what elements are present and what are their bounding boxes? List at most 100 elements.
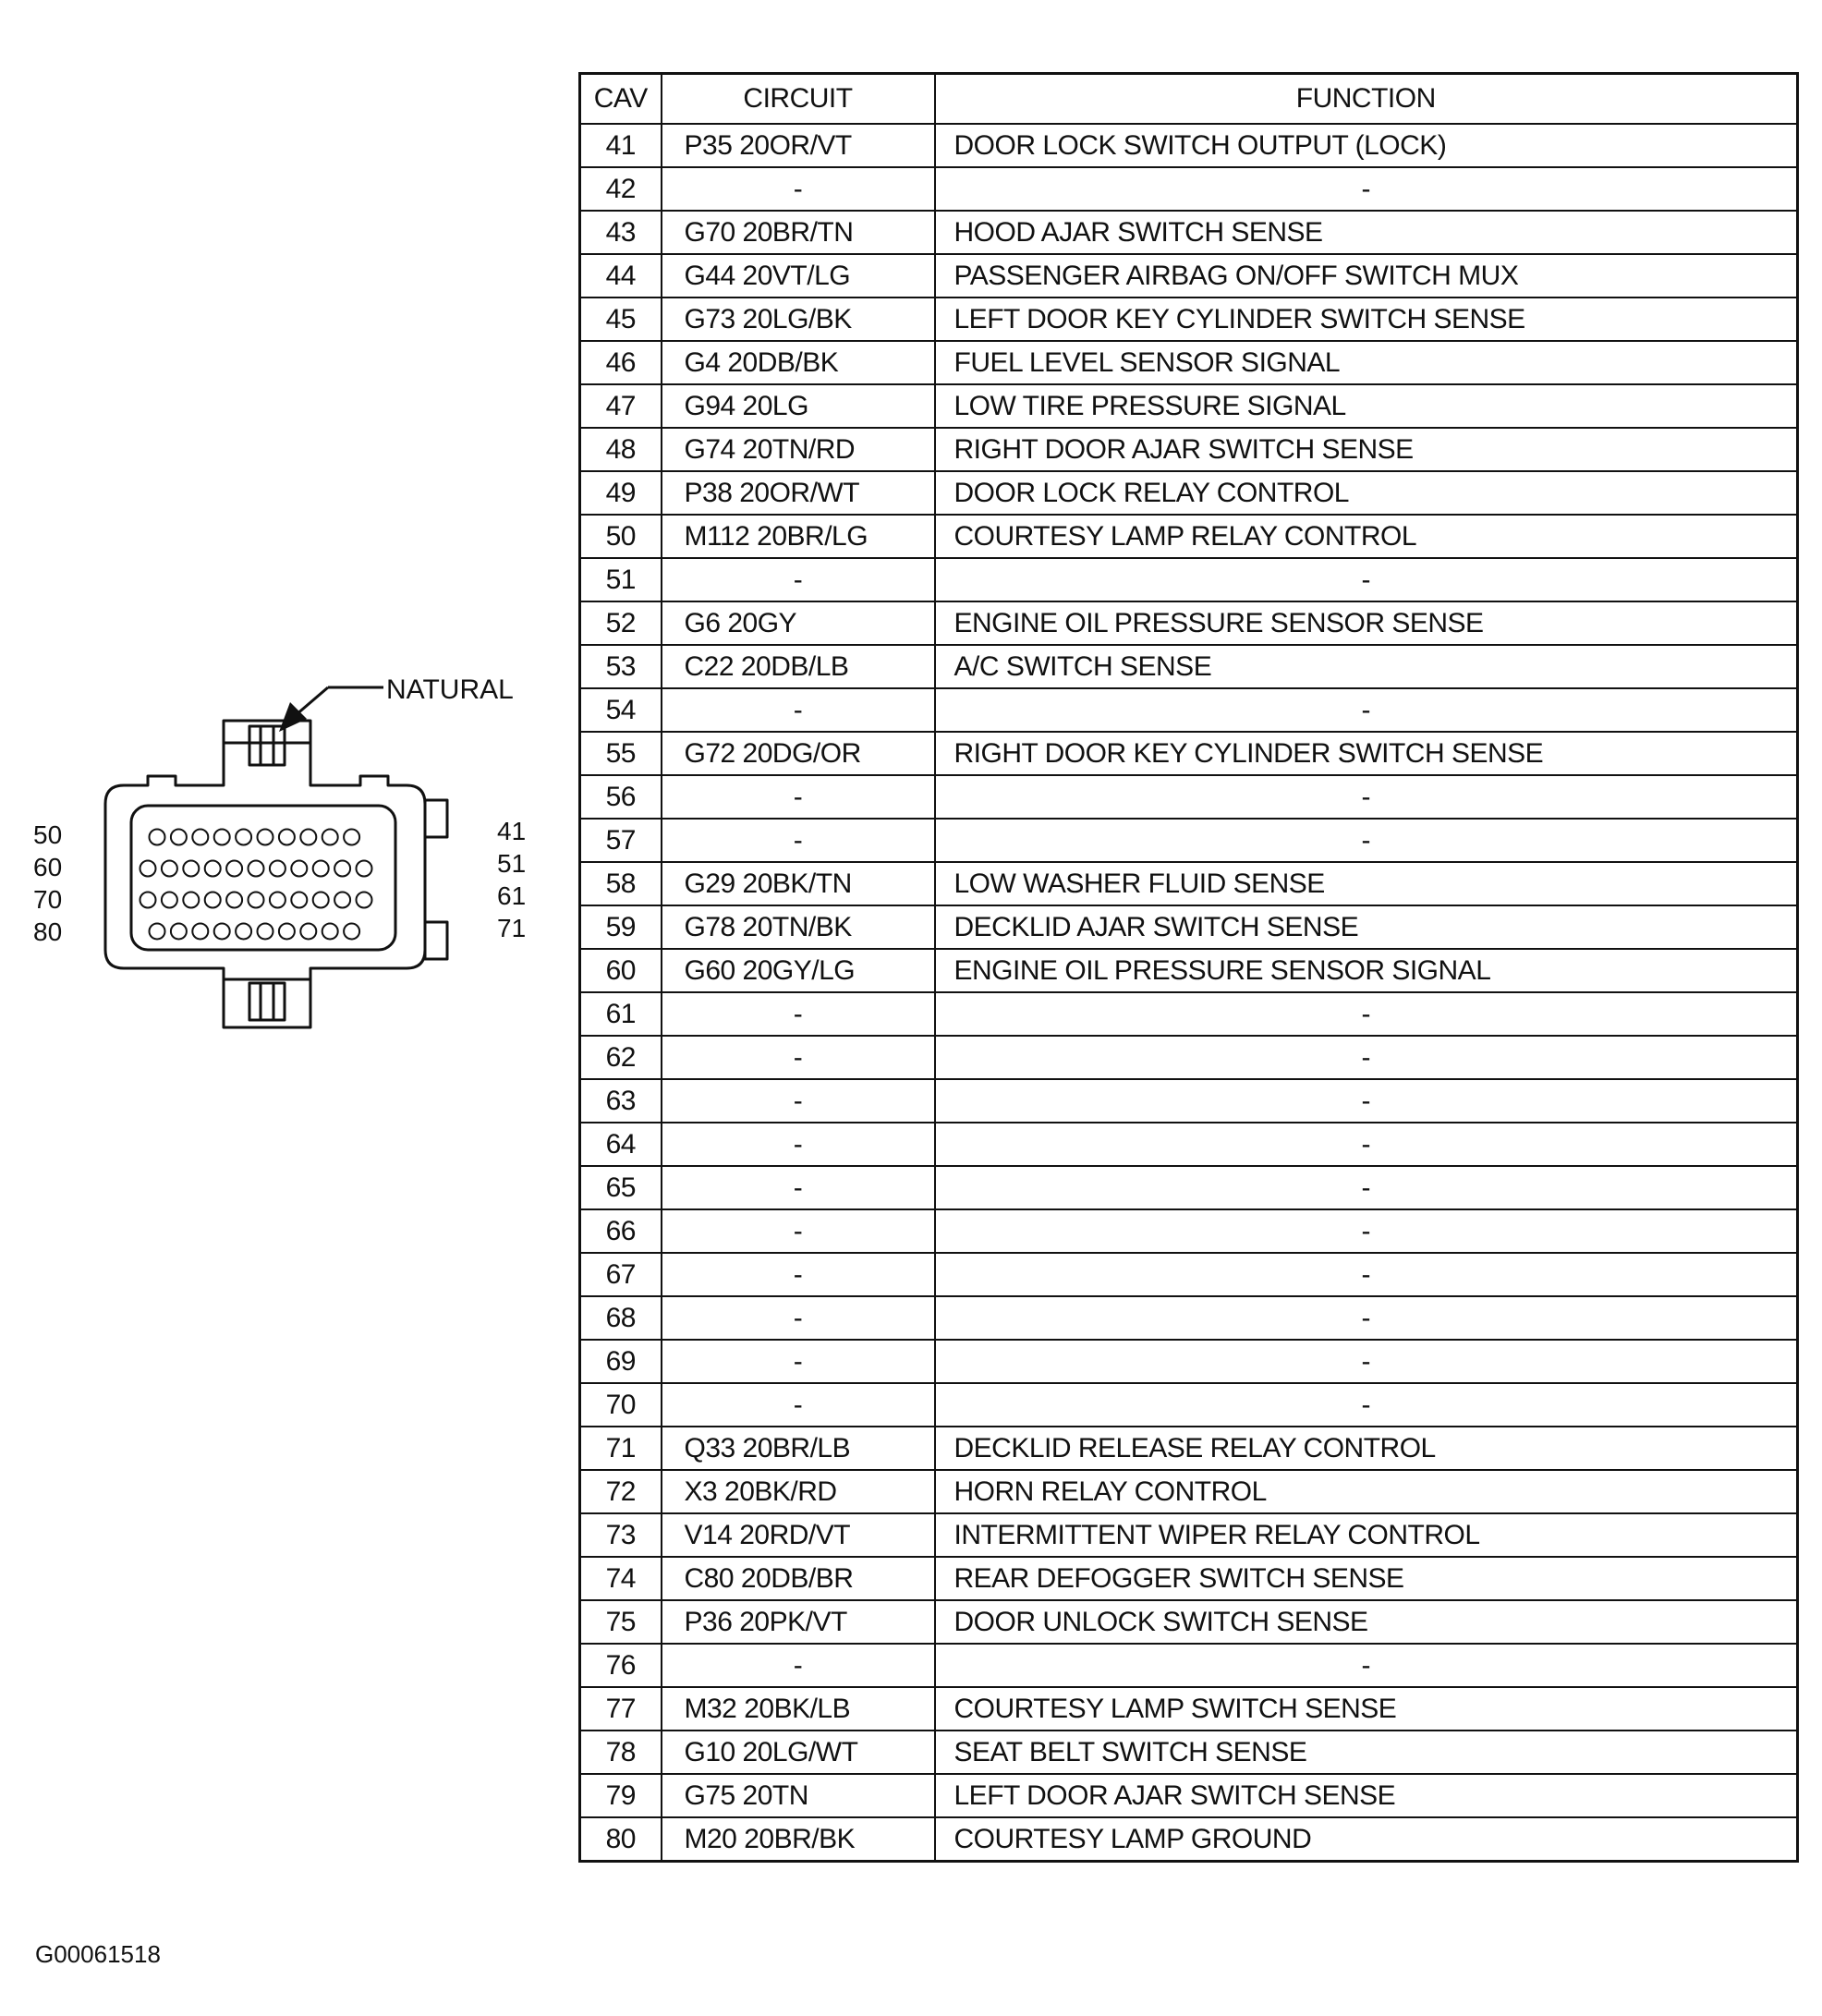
connector-pin (290, 859, 309, 878)
connector-pin (225, 891, 244, 909)
table-row: 76-- (578, 1643, 1799, 1688)
connector-pin (148, 922, 166, 941)
cav-cell: 62 (578, 1035, 662, 1080)
function-cell: PASSENGER AIRBAG ON/OFF SWITCH MUX (933, 253, 1799, 298)
cav-cell: 73 (578, 1512, 662, 1558)
table-row: 68-- (578, 1295, 1799, 1341)
cav-cell: 61 (578, 991, 662, 1037)
circuit-cell: V14 20RD/VT (660, 1512, 936, 1558)
circuit-cell: - (660, 557, 936, 602)
connector-pin (139, 859, 157, 878)
circuit-cell: - (660, 991, 936, 1037)
circuit-cell: G94 20LG (660, 383, 936, 429)
connector-pin (355, 859, 373, 878)
function-cell: RIGHT DOOR KEY CYLINDER SWITCH SENSE (933, 731, 1799, 776)
cav-cell: 60 (578, 948, 662, 993)
function-cell: COURTESY LAMP SWITCH SENSE (933, 1686, 1799, 1731)
left-row-label: 70 (33, 885, 62, 914)
function-cell: INTERMITTENT WIPER RELAY CONTROL (933, 1512, 1799, 1558)
connector-pin (268, 891, 286, 909)
function-cell: DOOR LOCK SWITCH OUTPUT (LOCK) (933, 123, 1799, 168)
callout-arrow-shaft (295, 686, 329, 717)
cav-cell: 57 (578, 818, 662, 863)
function-cell: A/C SWITCH SENSE (933, 644, 1799, 689)
table-row: 57-- (578, 818, 1799, 863)
circuit-cell: Q33 20BR/LB (660, 1426, 936, 1471)
circuit-cell: - (660, 1295, 936, 1341)
cav-cell: 69 (578, 1339, 662, 1384)
connector-pin (311, 859, 330, 878)
callout-arrowhead (279, 702, 307, 732)
connector-pin (268, 859, 286, 878)
connector-pin (290, 891, 309, 909)
cav-cell: 72 (578, 1469, 662, 1514)
cav-cell: 56 (578, 774, 662, 820)
connector-pin (321, 828, 339, 846)
function-cell: HORN RELAY CONTROL (933, 1469, 1799, 1514)
connector-housing (103, 741, 427, 981)
function-cell: - (933, 1122, 1799, 1167)
function-cell: ENGINE OIL PRESSURE SENSOR SIGNAL (933, 948, 1799, 993)
circuit-cell: X3 20BK/RD (660, 1469, 936, 1514)
cav-cell: 45 (578, 297, 662, 342)
connector-pin-grid (139, 828, 373, 941)
function-cell: - (933, 1643, 1799, 1688)
connector-pin (311, 891, 330, 909)
table-row: 67-- (578, 1252, 1799, 1297)
callout-label: NATURAL (386, 674, 514, 705)
connector-pin (169, 828, 188, 846)
circuit-cell: - (660, 1382, 936, 1427)
function-cell: HOOD AJAR SWITCH SENSE (933, 210, 1799, 255)
connector-pin (299, 828, 318, 846)
connector-pin (191, 922, 210, 941)
connector-pin (299, 922, 318, 941)
cav-cell: 77 (578, 1686, 662, 1731)
cav-cell: 64 (578, 1122, 662, 1167)
cav-cell: 46 (578, 340, 662, 385)
connector-pin (343, 922, 361, 941)
function-cell: REAR DEFOGGER SWITCH SENSE (933, 1556, 1799, 1601)
circuit-cell: G72 20DG/OR (660, 731, 936, 776)
header-function: FUNCTION (933, 72, 1799, 125)
connector-pin (334, 891, 352, 909)
circuit-cell: G73 20LG/BK (660, 297, 936, 342)
function-cell: LOW WASHER FLUID SENSE (933, 861, 1799, 906)
table-header-row: CAV CIRCUIT FUNCTION (578, 72, 1799, 125)
function-cell: - (933, 557, 1799, 602)
circuit-cell: - (660, 1252, 936, 1297)
function-cell: DOOR UNLOCK SWITCH SENSE (933, 1599, 1799, 1645)
connector-top-latch-window (248, 724, 286, 767)
function-cell: - (933, 1252, 1799, 1297)
connector-pin (321, 922, 339, 941)
cav-cell: 49 (578, 470, 662, 516)
connector-pin (182, 859, 200, 878)
connector-pin (256, 828, 274, 846)
circuit-cell: P36 20PK/VT (660, 1599, 936, 1645)
connector-pin (225, 859, 244, 878)
connector-pin (277, 922, 296, 941)
connector-pin (148, 828, 166, 846)
function-cell: - (933, 1078, 1799, 1123)
cav-cell: 53 (578, 644, 662, 689)
function-cell: FUEL LEVEL SENSOR SIGNAL (933, 340, 1799, 385)
circuit-cell: - (660, 1122, 936, 1167)
function-cell: - (933, 991, 1799, 1037)
cav-cell: 43 (578, 210, 662, 255)
table-row: 63-- (578, 1078, 1799, 1123)
circuit-cell: G29 20BK/TN (660, 861, 936, 906)
function-cell: - (933, 166, 1799, 212)
function-cell: SEAT BELT SWITCH SENSE (933, 1730, 1799, 1775)
